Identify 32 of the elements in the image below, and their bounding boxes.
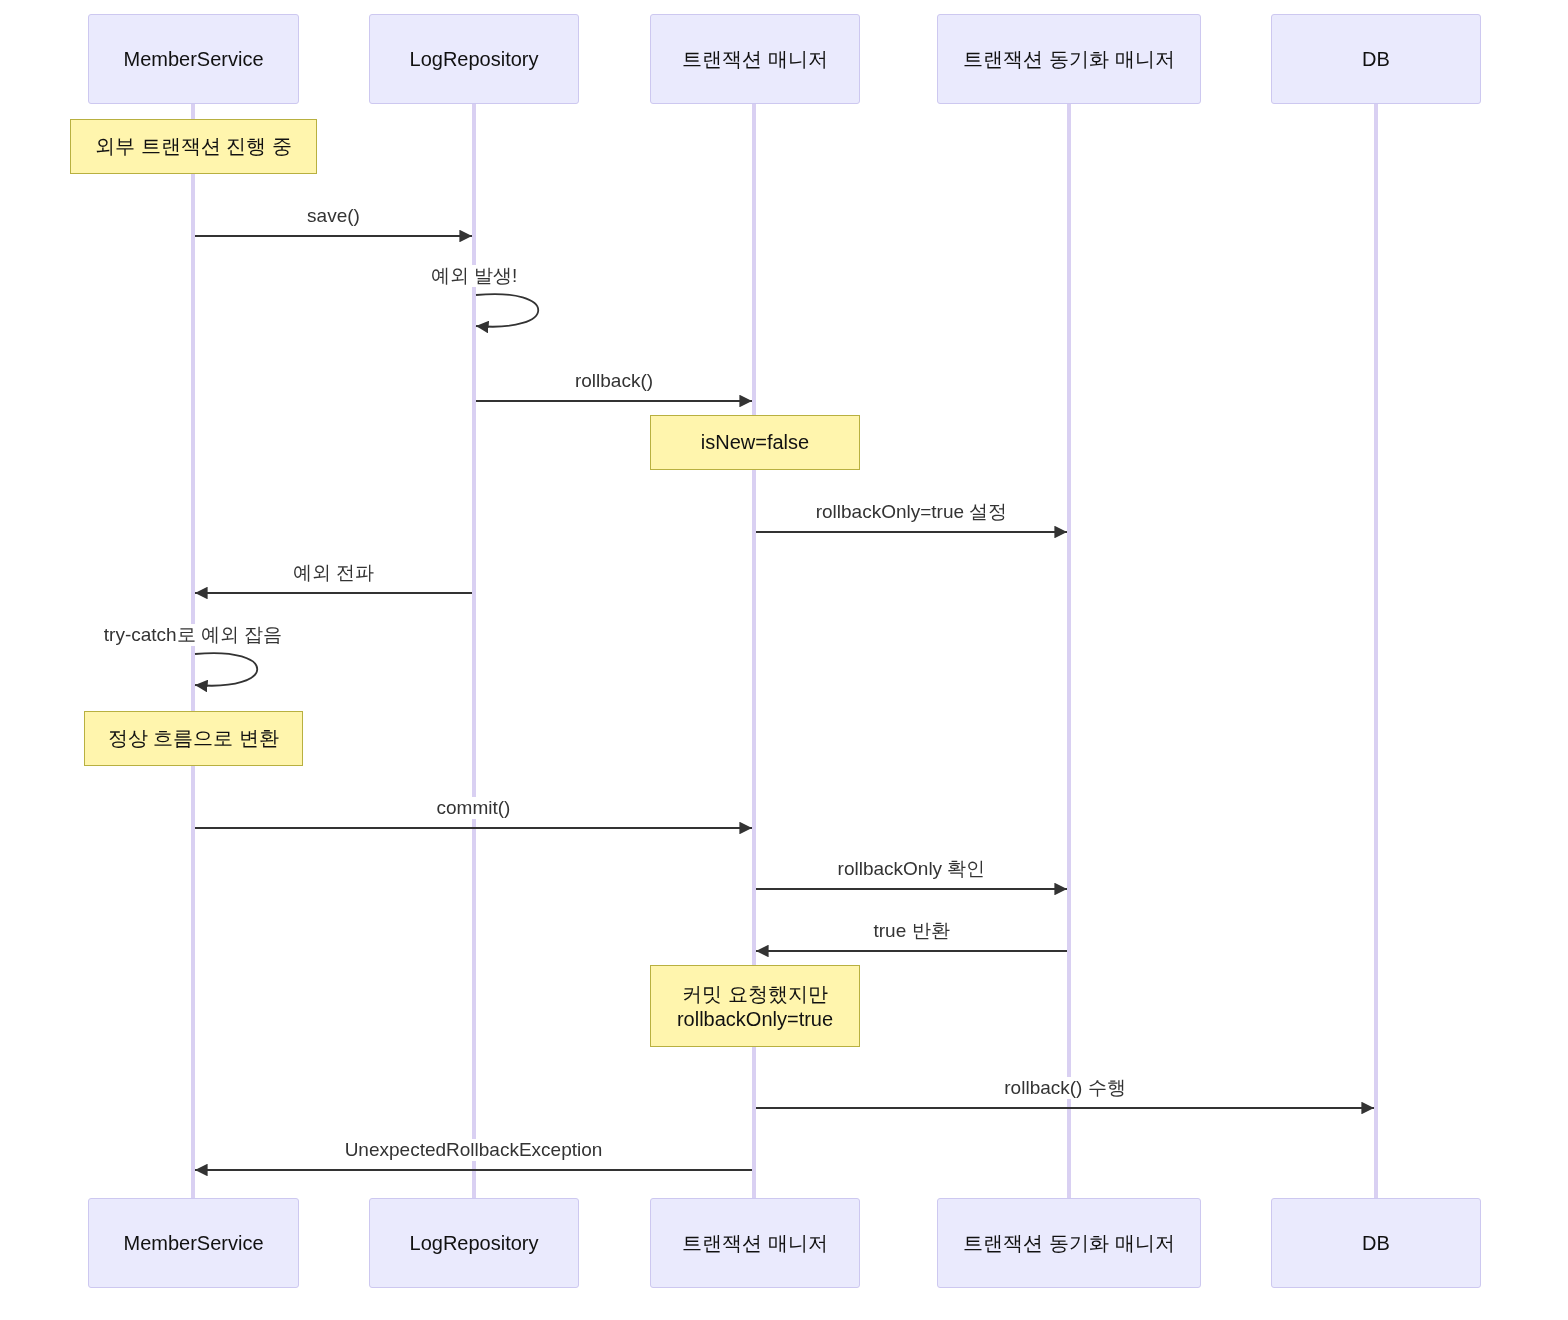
participant-box: 트랜잭션 동기화 매니저 <box>937 14 1201 104</box>
message-arrow <box>475 394 753 408</box>
self-message-arrow <box>475 293 540 333</box>
lifeline <box>191 104 195 119</box>
participant-box: MemberService <box>88 14 299 104</box>
message-arrow <box>755 882 1068 896</box>
participant-box: LogRepository <box>369 1198 579 1288</box>
message-arrow <box>194 229 473 243</box>
note-box: isNew=false <box>650 415 860 470</box>
lifeline <box>752 470 756 965</box>
message-arrow <box>755 525 1068 539</box>
message-arrow <box>194 1163 753 1177</box>
message-arrow <box>755 1101 1375 1115</box>
message-arrow <box>194 586 473 600</box>
self-message-arrow <box>194 652 259 692</box>
note-box: 외부 트랜잭션 진행 중 <box>70 119 317 174</box>
participant-box: DB <box>1271 1198 1481 1288</box>
lifeline <box>191 766 195 1198</box>
participant-box: 트랜잭션 매니저 <box>650 14 860 104</box>
lifeline <box>1374 104 1378 1198</box>
note-box: 커밋 요청했지만 rollbackOnly=true <box>650 965 860 1047</box>
participant-box: 트랜잭션 동기화 매니저 <box>937 1198 1201 1288</box>
participant-box: DB <box>1271 14 1481 104</box>
message-arrow <box>194 821 753 835</box>
edge-label: true 반환 <box>870 920 953 942</box>
message-arrow <box>755 944 1068 958</box>
participant-box: 트랜잭션 매니저 <box>650 1198 860 1288</box>
participant-box: MemberService <box>88 1198 299 1288</box>
lifeline <box>752 1047 756 1198</box>
lifeline <box>752 104 756 415</box>
note-box: 정상 흐름으로 변환 <box>84 711 303 766</box>
participant-box: LogRepository <box>369 14 579 104</box>
